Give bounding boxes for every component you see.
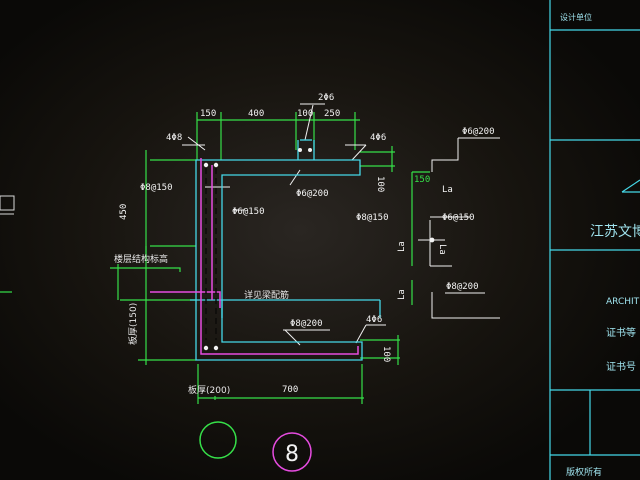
dim-top-400: 400 xyxy=(248,109,264,119)
detail-150: 150 xyxy=(414,175,430,185)
dim-left-450: 450 xyxy=(119,204,129,220)
note-bottom-thickness: 板厚(200) xyxy=(188,384,230,396)
dim-bottom-700: 700 xyxy=(282,385,298,395)
note-floor-level: 楼层结构标高 xyxy=(114,253,168,265)
detail-bubble-magenta xyxy=(272,432,312,472)
detail-top-phi6-200: Φ6@200 xyxy=(462,127,495,137)
detail-bottom-phi8-200: Φ8@200 xyxy=(446,282,479,292)
detail-la: La xyxy=(442,185,453,195)
rebar-bottom-phi8-200: Φ8@200 xyxy=(290,319,323,329)
detail-la-left: La xyxy=(397,241,407,252)
rebar-left-phi8-150: Φ8@150 xyxy=(140,183,173,193)
dim-top-150: 150 xyxy=(200,109,216,119)
title-company: 江苏文博 xyxy=(590,223,640,240)
rebar-lines xyxy=(150,158,359,355)
detail-la-right: La xyxy=(437,244,447,255)
rebar-top-2phi6: 2Φ6 xyxy=(318,93,334,103)
detail-bubble-number: 8 xyxy=(285,442,299,467)
note-side-thickness: 板厚(150) xyxy=(127,303,139,345)
rebar-dots xyxy=(203,148,435,351)
axis-bubble-green xyxy=(199,421,237,459)
title-cert-level: 证书等 xyxy=(606,326,636,339)
dim-right-top-100: 100 xyxy=(375,176,385,192)
dim-right-100: 100 xyxy=(381,346,391,362)
dim-top-250: 250 xyxy=(324,109,340,119)
section-outline xyxy=(190,139,381,361)
rebar-bottom-right-4phi6: 4Φ6 xyxy=(366,315,382,325)
hidden-bars xyxy=(205,168,217,340)
title-block-lines xyxy=(549,0,640,480)
dim-top-100: 100 xyxy=(297,109,313,119)
rebar-right-4phi6: 4Φ6 xyxy=(370,133,386,143)
dimension-lines xyxy=(110,112,430,404)
title-cert-number: 证书号 xyxy=(606,361,636,373)
detail-mid-phi8-150: Φ8@150 xyxy=(356,213,389,223)
title-design-unit: 设计单位 xyxy=(560,12,592,22)
left-edge-block-top xyxy=(0,195,15,211)
rebar-left-4phi8: 4Φ8 xyxy=(166,133,182,143)
detail-la-bottom: La xyxy=(397,289,407,300)
rebar-center-phi6-150: Φ6@150 xyxy=(232,207,265,217)
title-arch: ARCHIT xyxy=(606,297,640,307)
detail-mid-phi6-150: Φ6@150 xyxy=(442,213,475,223)
leaders xyxy=(182,103,500,346)
rebar-top-phi6-200: Φ6@200 xyxy=(296,189,329,199)
title-copyright: 版权所有 xyxy=(566,466,602,478)
note-see-beam: 详见梁配筋 xyxy=(244,289,289,301)
